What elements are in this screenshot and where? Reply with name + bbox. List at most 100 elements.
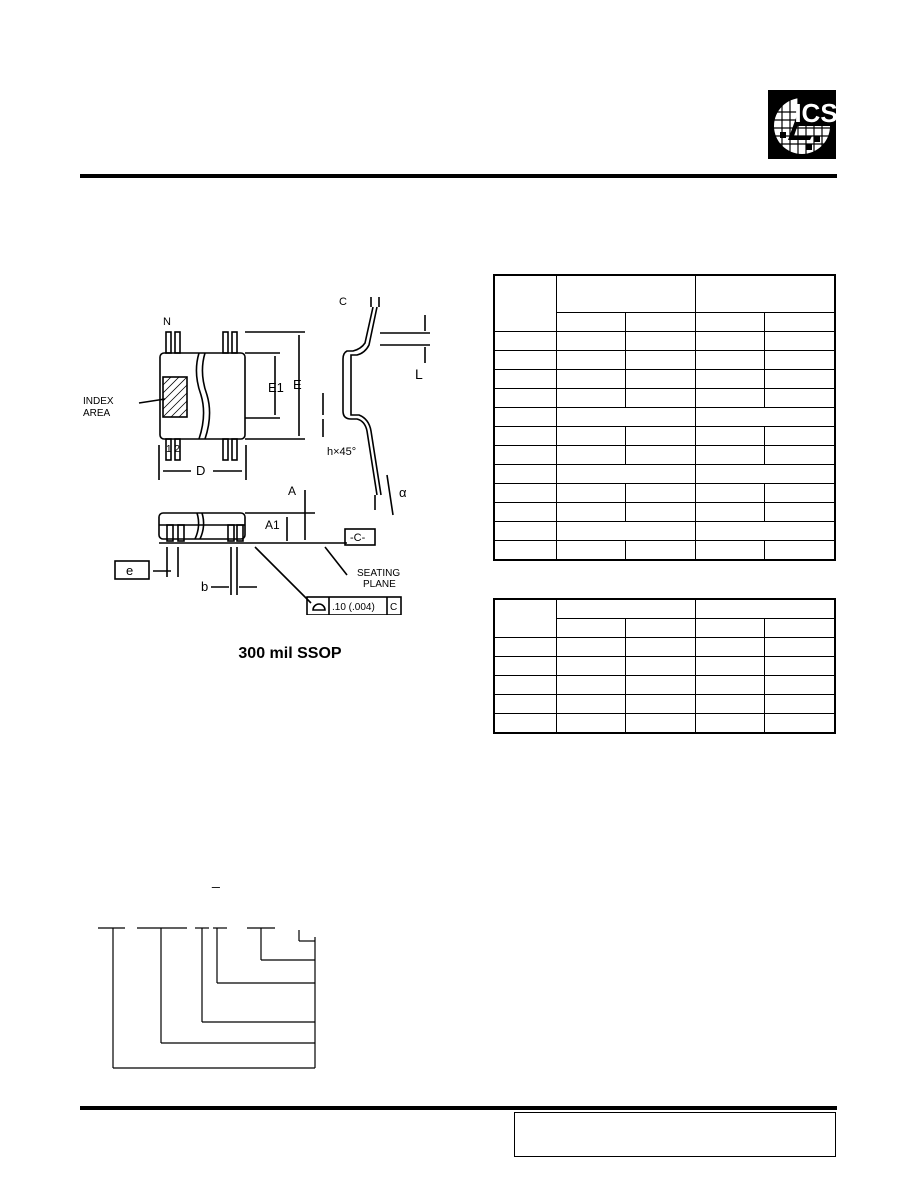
table-cell bbox=[694, 331, 766, 351]
table-row bbox=[493, 713, 836, 734]
table-cell bbox=[694, 350, 766, 370]
package-drawing: N INDEX AREA 1 2 D E1 E C L h×45° α A A1… bbox=[75, 285, 435, 616]
footer-box bbox=[514, 1112, 836, 1157]
table-cell bbox=[694, 502, 766, 522]
svg-text:E: E bbox=[293, 377, 302, 392]
table-cell bbox=[764, 618, 836, 638]
table-cell bbox=[555, 713, 627, 734]
table-cell bbox=[555, 675, 627, 695]
dimension-table bbox=[493, 274, 836, 561]
table-row bbox=[493, 331, 836, 351]
table-cell bbox=[625, 369, 696, 389]
ssop-package-drawing-icon: N INDEX AREA 1 2 D E1 E C L h×45° α A A1… bbox=[83, 296, 430, 616]
table-header-row bbox=[493, 274, 836, 332]
table-cell bbox=[493, 483, 557, 503]
table-cell bbox=[555, 350, 627, 370]
footer-rule bbox=[80, 1106, 837, 1110]
table-cell bbox=[764, 312, 836, 332]
table-row bbox=[493, 369, 836, 389]
table-cell bbox=[625, 540, 696, 561]
svg-text:A: A bbox=[288, 484, 296, 498]
table-cell bbox=[555, 618, 627, 638]
svg-text:C: C bbox=[390, 602, 397, 613]
svg-text:1 2: 1 2 bbox=[166, 444, 180, 455]
table-cell bbox=[764, 350, 836, 370]
ordering-bracket-icon bbox=[98, 927, 316, 1069]
svg-text:e: e bbox=[126, 563, 133, 578]
table-cell bbox=[625, 637, 696, 657]
svg-text:N: N bbox=[163, 316, 171, 328]
table-cell bbox=[625, 713, 696, 734]
table-cell bbox=[625, 483, 696, 503]
svg-text:L: L bbox=[415, 366, 423, 382]
table-cell bbox=[493, 407, 557, 427]
table-cell bbox=[555, 312, 627, 332]
svg-text:b: b bbox=[201, 579, 208, 594]
table-row bbox=[493, 407, 836, 427]
svg-text:INDEX: INDEX bbox=[83, 396, 114, 407]
table-cell bbox=[694, 464, 836, 484]
table-cell bbox=[555, 521, 696, 541]
table-cell bbox=[555, 540, 627, 561]
table-cell bbox=[764, 694, 836, 714]
table-cell bbox=[555, 502, 627, 522]
table-cell bbox=[764, 445, 836, 465]
table-row bbox=[493, 637, 836, 657]
svg-text:-C-: -C- bbox=[350, 532, 366, 544]
table-cell bbox=[764, 483, 836, 503]
table-cell bbox=[625, 675, 696, 695]
variation-table bbox=[493, 598, 836, 734]
table-row bbox=[493, 426, 836, 446]
table-cell bbox=[625, 445, 696, 465]
svg-text:α: α bbox=[399, 485, 407, 500]
table-cell bbox=[493, 656, 557, 676]
table-cell bbox=[555, 426, 627, 446]
table-cell bbox=[555, 331, 627, 351]
table-cell bbox=[555, 464, 696, 484]
table-cell bbox=[764, 540, 836, 561]
ordering-bracket-diagram bbox=[95, 925, 325, 1080]
table-cell bbox=[764, 369, 836, 389]
table-row bbox=[493, 675, 836, 695]
table-cell bbox=[764, 426, 836, 446]
table-cell bbox=[493, 521, 557, 541]
table-cell bbox=[493, 331, 557, 351]
table-row bbox=[493, 694, 836, 714]
table-cell bbox=[493, 274, 557, 332]
table-cell bbox=[555, 274, 696, 313]
svg-text:PLANE: PLANE bbox=[363, 579, 396, 590]
svg-text:SEATING: SEATING bbox=[357, 568, 400, 579]
table-cell bbox=[625, 502, 696, 522]
table-cell bbox=[555, 483, 627, 503]
table-cell bbox=[694, 407, 836, 427]
company-logo: ICS bbox=[768, 90, 838, 159]
table-cell bbox=[694, 312, 766, 332]
table-cell bbox=[555, 388, 627, 408]
table-cell bbox=[493, 502, 557, 522]
table-cell bbox=[764, 637, 836, 657]
ics-logo-icon: ICS bbox=[768, 90, 838, 159]
table-cell bbox=[764, 713, 836, 734]
table-row bbox=[493, 502, 836, 522]
table-cell bbox=[625, 618, 696, 638]
table-cell bbox=[493, 675, 557, 695]
table-cell bbox=[625, 694, 696, 714]
table-cell bbox=[493, 426, 557, 446]
svg-text:ICS: ICS bbox=[794, 98, 836, 128]
table-cell bbox=[555, 598, 696, 619]
table-cell bbox=[493, 445, 557, 465]
table-cell bbox=[493, 540, 557, 561]
table-cell bbox=[493, 598, 557, 638]
table-cell bbox=[555, 694, 627, 714]
svg-text:A1: A1 bbox=[265, 518, 280, 532]
table-cell bbox=[493, 694, 557, 714]
table-cell bbox=[555, 407, 696, 427]
table-cell bbox=[555, 656, 627, 676]
table-row bbox=[493, 464, 836, 484]
table-cell bbox=[694, 618, 766, 638]
table-cell bbox=[493, 388, 557, 408]
table-cell bbox=[493, 369, 557, 389]
table-row bbox=[493, 656, 836, 676]
table-row bbox=[493, 540, 836, 561]
table-cell bbox=[764, 675, 836, 695]
